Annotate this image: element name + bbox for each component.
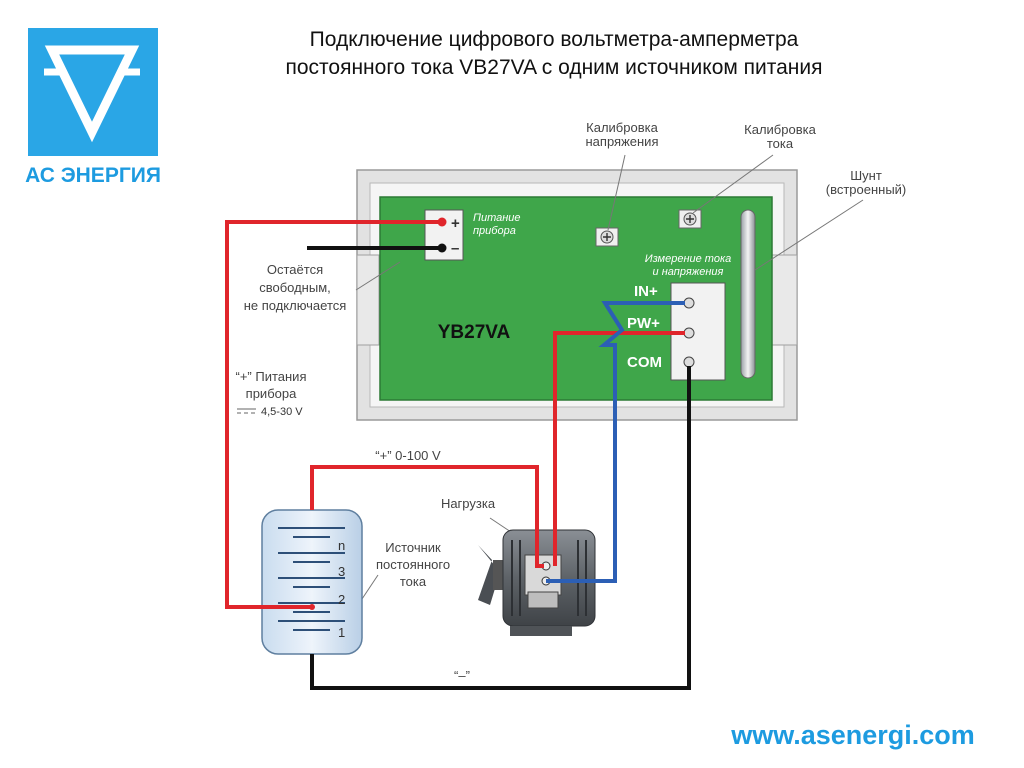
measure-label-1: Измерение тока [645,253,732,265]
minus-label: “–” [454,668,470,683]
meter-model: YB27VA [438,322,511,343]
source-label-1: Источник [385,540,441,555]
terminal-pw-plus[interactable] [683,327,695,339]
free-label-2: свободным, [259,280,331,295]
logo-text: АС ЭНЕРГИЯ [25,164,161,187]
pin-label-in-plus: IN+ [634,283,658,300]
shunt-label-1: Шунт [850,168,882,183]
pin-label-pw-plus: PW+ [627,315,660,332]
terminal-com[interactable] [683,356,695,368]
plus-range-label: “+” 0-100 V [375,448,441,463]
cal-voltage-label-1: Калибровка [586,120,658,135]
title-line-2: постоянного тока VB27VA с одним источник… [285,56,822,79]
cal-current-label-2: тока [767,136,794,151]
voltage-calibration-pot[interactable] [595,227,619,247]
cell-label-n: n [338,538,345,553]
wire-inplus-blue [546,301,685,583]
power-terminal-block: + – [424,209,464,261]
load-label: Нагрузка [441,496,496,511]
source-label-2: постоянного [376,557,450,572]
company-logo: АС ЭНЕРГИЯ [25,28,161,188]
power-plus-dot [437,217,447,227]
wire-power-plus-red [225,220,442,609]
cell-label-2: 2 [338,592,345,607]
power-plus-label-2: прибора [246,386,297,401]
cal-current-label-1: Калибровка [744,122,816,137]
free-label-3: не подключается [244,298,347,313]
minus-sign: – [451,240,459,257]
terminal-in-plus[interactable] [683,297,695,309]
source-label-3: тока [400,574,427,589]
cell-label-3: 3 [338,564,345,579]
free-label-1: Остаётся [267,262,323,277]
current-calibration-pot[interactable] [678,209,702,229]
title-line-1: Подключение цифрового вольтметра-амперме… [310,28,799,51]
shunt-label-2: (встроенный) [826,182,907,197]
pin-label-com: COM [627,354,662,371]
power-plus-label-3: 4,5-30 V [261,406,303,418]
built-in-shunt [740,209,756,379]
dc-symbol-icon [237,408,256,414]
power-plus-label-1: “+” Питания [236,369,307,384]
power-label-2: прибора [473,225,516,237]
wires [225,220,691,690]
plus-sign: + [451,215,460,232]
measure-label-2: и напряжения [653,266,724,278]
wire-pwplus-red [553,331,685,566]
power-label-1: Питание [473,212,521,224]
dc-source-battery [261,509,363,655]
wire-plus-load-red [310,465,544,568]
callout-leaders [355,154,864,606]
wire-com-black [310,366,691,690]
footer-url[interactable]: www.asenergi.com [730,720,975,750]
cell-label-1: 1 [338,625,345,640]
power-minus-dot [437,243,447,253]
cal-voltage-label-2: напряжения [586,134,659,149]
battery-tap-dot [309,604,315,610]
